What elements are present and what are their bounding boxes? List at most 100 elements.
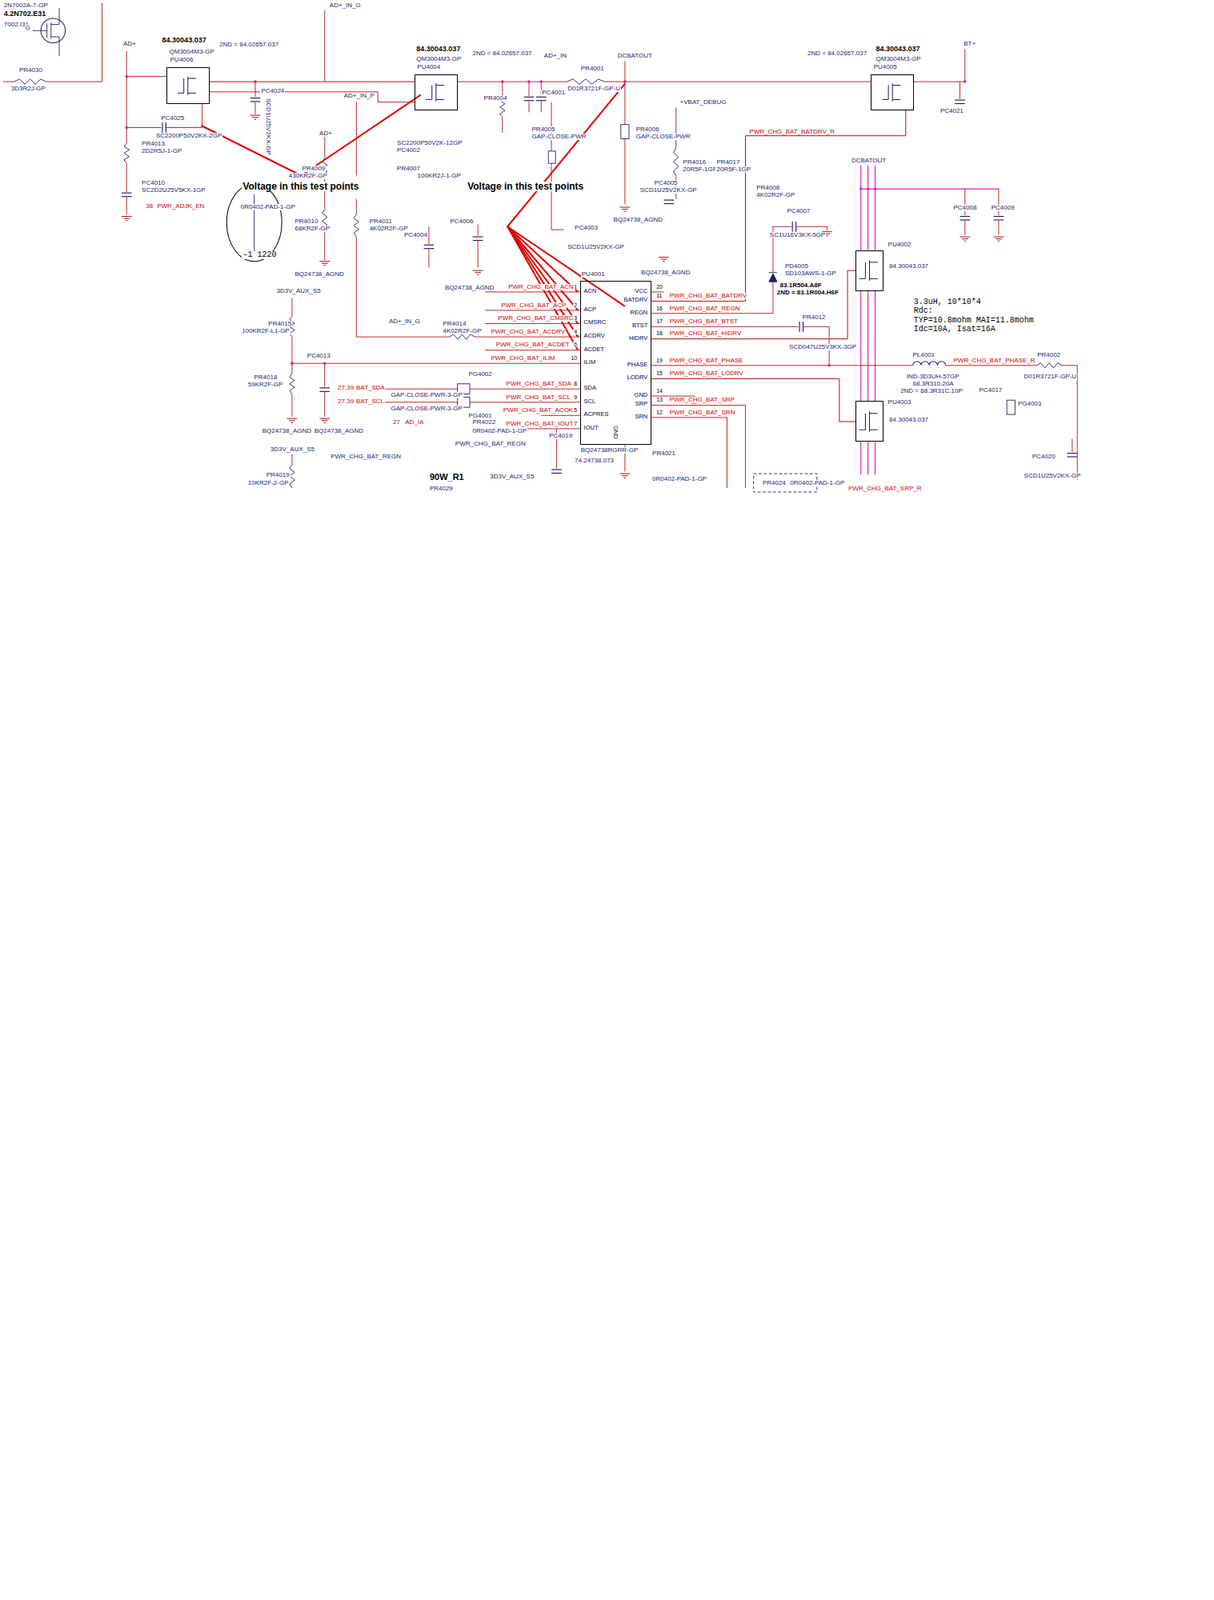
schematic-label: 11: [655, 292, 663, 299]
schematic-label: SRN: [633, 413, 649, 421]
capacitor-symbol: [536, 96, 547, 98]
wire: [860, 165, 862, 251]
schematic-label: HIDRV: [628, 335, 649, 342]
mosfet-symbol: [892, 99, 901, 101]
schematic-label: PR4017: [715, 159, 741, 166]
wire: [860, 442, 862, 476]
wire: [624, 61, 626, 125]
wire: [457, 81, 568, 83]
schematic-label: SDA: [583, 384, 597, 392]
wire: [477, 224, 479, 237]
schematic-label: 2D2R5J-1-GP: [140, 148, 183, 155]
schematic-label: BAT_SDA: [355, 384, 386, 392]
schematic-label: PR4005: [531, 126, 557, 133]
capacitor-symbol: [165, 122, 167, 133]
wire: [324, 392, 325, 417]
schematic-label: 68KR2F-GP: [293, 225, 331, 233]
ground-symbol: [476, 274, 480, 276]
ground-symbol: [658, 256, 670, 258]
schematic-label: SC2200P50V2KX-2GP: [155, 132, 223, 140]
mosfet-symbol: [869, 261, 878, 263]
schematic-label: 15: [655, 370, 664, 377]
resistor-symbol: [1036, 363, 1062, 369]
ground-symbol: [961, 238, 969, 240]
capacitor-symbol: [121, 192, 133, 194]
wire: [126, 127, 161, 129]
schematic-label: GAP-CLOSE-PWR-3-GP: [389, 405, 463, 413]
wire: [651, 364, 914, 366]
resistor-symbol: [124, 143, 129, 165]
schematic-label: PWR_CHG_BAT_SRN: [669, 409, 737, 417]
schematic-label: SCD1U25V2KX-GP: [639, 187, 698, 194]
schematic-label: PC4010: [140, 180, 166, 187]
gap-pad-symbol: [621, 124, 630, 140]
wire: [32, 30, 48, 32]
schematic-label: ACP: [583, 306, 597, 313]
ref-designator: PU4001: [580, 271, 606, 278]
schematic-label: PWR_CHG_BAT_ACN: [507, 284, 575, 291]
schematic-label: 430KR2F-GP: [288, 172, 329, 180]
schematic-label: BATDRV: [623, 296, 650, 304]
schematic-label: GAP-CLOSE-PWR-3-GP: [389, 392, 463, 399]
wire: [861, 188, 999, 189]
schematic-label: PHASE: [626, 361, 649, 369]
schematic-label: SD103AWS-1-GP: [784, 270, 838, 277]
schematic-label: DCBATOUT: [617, 52, 654, 60]
schematic-label: CMSRC: [583, 319, 608, 326]
schematic-label: PWR_CHG_BAT_SDA: [505, 380, 573, 388]
mosfet-symbol: [859, 429, 866, 431]
schematic-label: SCD1U25V2KX-GP: [264, 97, 272, 157]
schematic-label: Voltage in this test points: [466, 181, 585, 192]
wire: [292, 363, 581, 365]
ground-symbol: [254, 119, 257, 121]
schematic-label: PR4021: [651, 450, 677, 457]
wire: [51, 36, 60, 57]
schematic-label: PR4001: [580, 65, 605, 73]
schematic-label: QM3004M3-GP: [168, 48, 216, 56]
schematic-label: BQ24738_AGND: [640, 269, 691, 277]
schematic-label: 17: [655, 318, 664, 325]
ref-designator: PU4005: [873, 64, 898, 71]
schematic-label: 20R5F-1GP: [715, 166, 752, 173]
mosfet-symbol: [436, 84, 445, 86]
test-point-circle: [226, 184, 282, 262]
resistor-symbol: [673, 148, 679, 176]
mosfet-symbol: [187, 76, 189, 96]
schematic-label: TYP=10.8mohm MAI=11.8mohm: [913, 316, 1035, 325]
wire: [428, 226, 429, 245]
schematic-label: PWR_CHG_BAT_SRP: [669, 396, 736, 404]
schematic-label: PWR_CHG_BAT_PHASE_R: [953, 357, 1037, 365]
schematic-label: 2: [572, 302, 578, 309]
wire: [477, 240, 479, 268]
schematic-label: QM3004M3-GP: [415, 56, 462, 63]
schematic-label: AD+_IN: [543, 52, 568, 60]
schematic-label: AD+_IN_G: [328, 2, 362, 9]
schematic-label: 2ND = 84.02657.037: [472, 50, 533, 57]
wire: [356, 199, 357, 215]
schematic-label: BT+: [962, 40, 977, 48]
schematic-label: PWR_CHG_BAT_HIDRV: [669, 330, 743, 337]
wire: [867, 165, 869, 251]
capacitor-symbol: [1066, 456, 1078, 457]
capacitor-symbol: [250, 100, 261, 102]
wire: [604, 81, 871, 83]
schematic-label: BQ24738_AGND: [293, 271, 345, 278]
capacitor-symbol: [424, 248, 435, 249]
schematic-label: Idc=10A, Isat=16A: [913, 325, 997, 334]
schematic-label: ACDET: [583, 346, 605, 353]
schematic-label: 74.24738.073: [573, 457, 615, 465]
schematic-group: [3, 3, 1078, 493]
annotation-line: [507, 226, 578, 311]
wire: [324, 134, 325, 158]
schematic-label: PR4024: [761, 480, 787, 487]
schematic-label: BQ24738_AGND: [444, 284, 495, 292]
schematic-label: SC2D2U25V5KX-1GP: [140, 187, 207, 194]
ref-designator: PU4003: [887, 399, 913, 406]
ground-symbol: [624, 477, 627, 479]
schematic-label: PR4022: [472, 419, 497, 426]
wire: [126, 51, 128, 144]
